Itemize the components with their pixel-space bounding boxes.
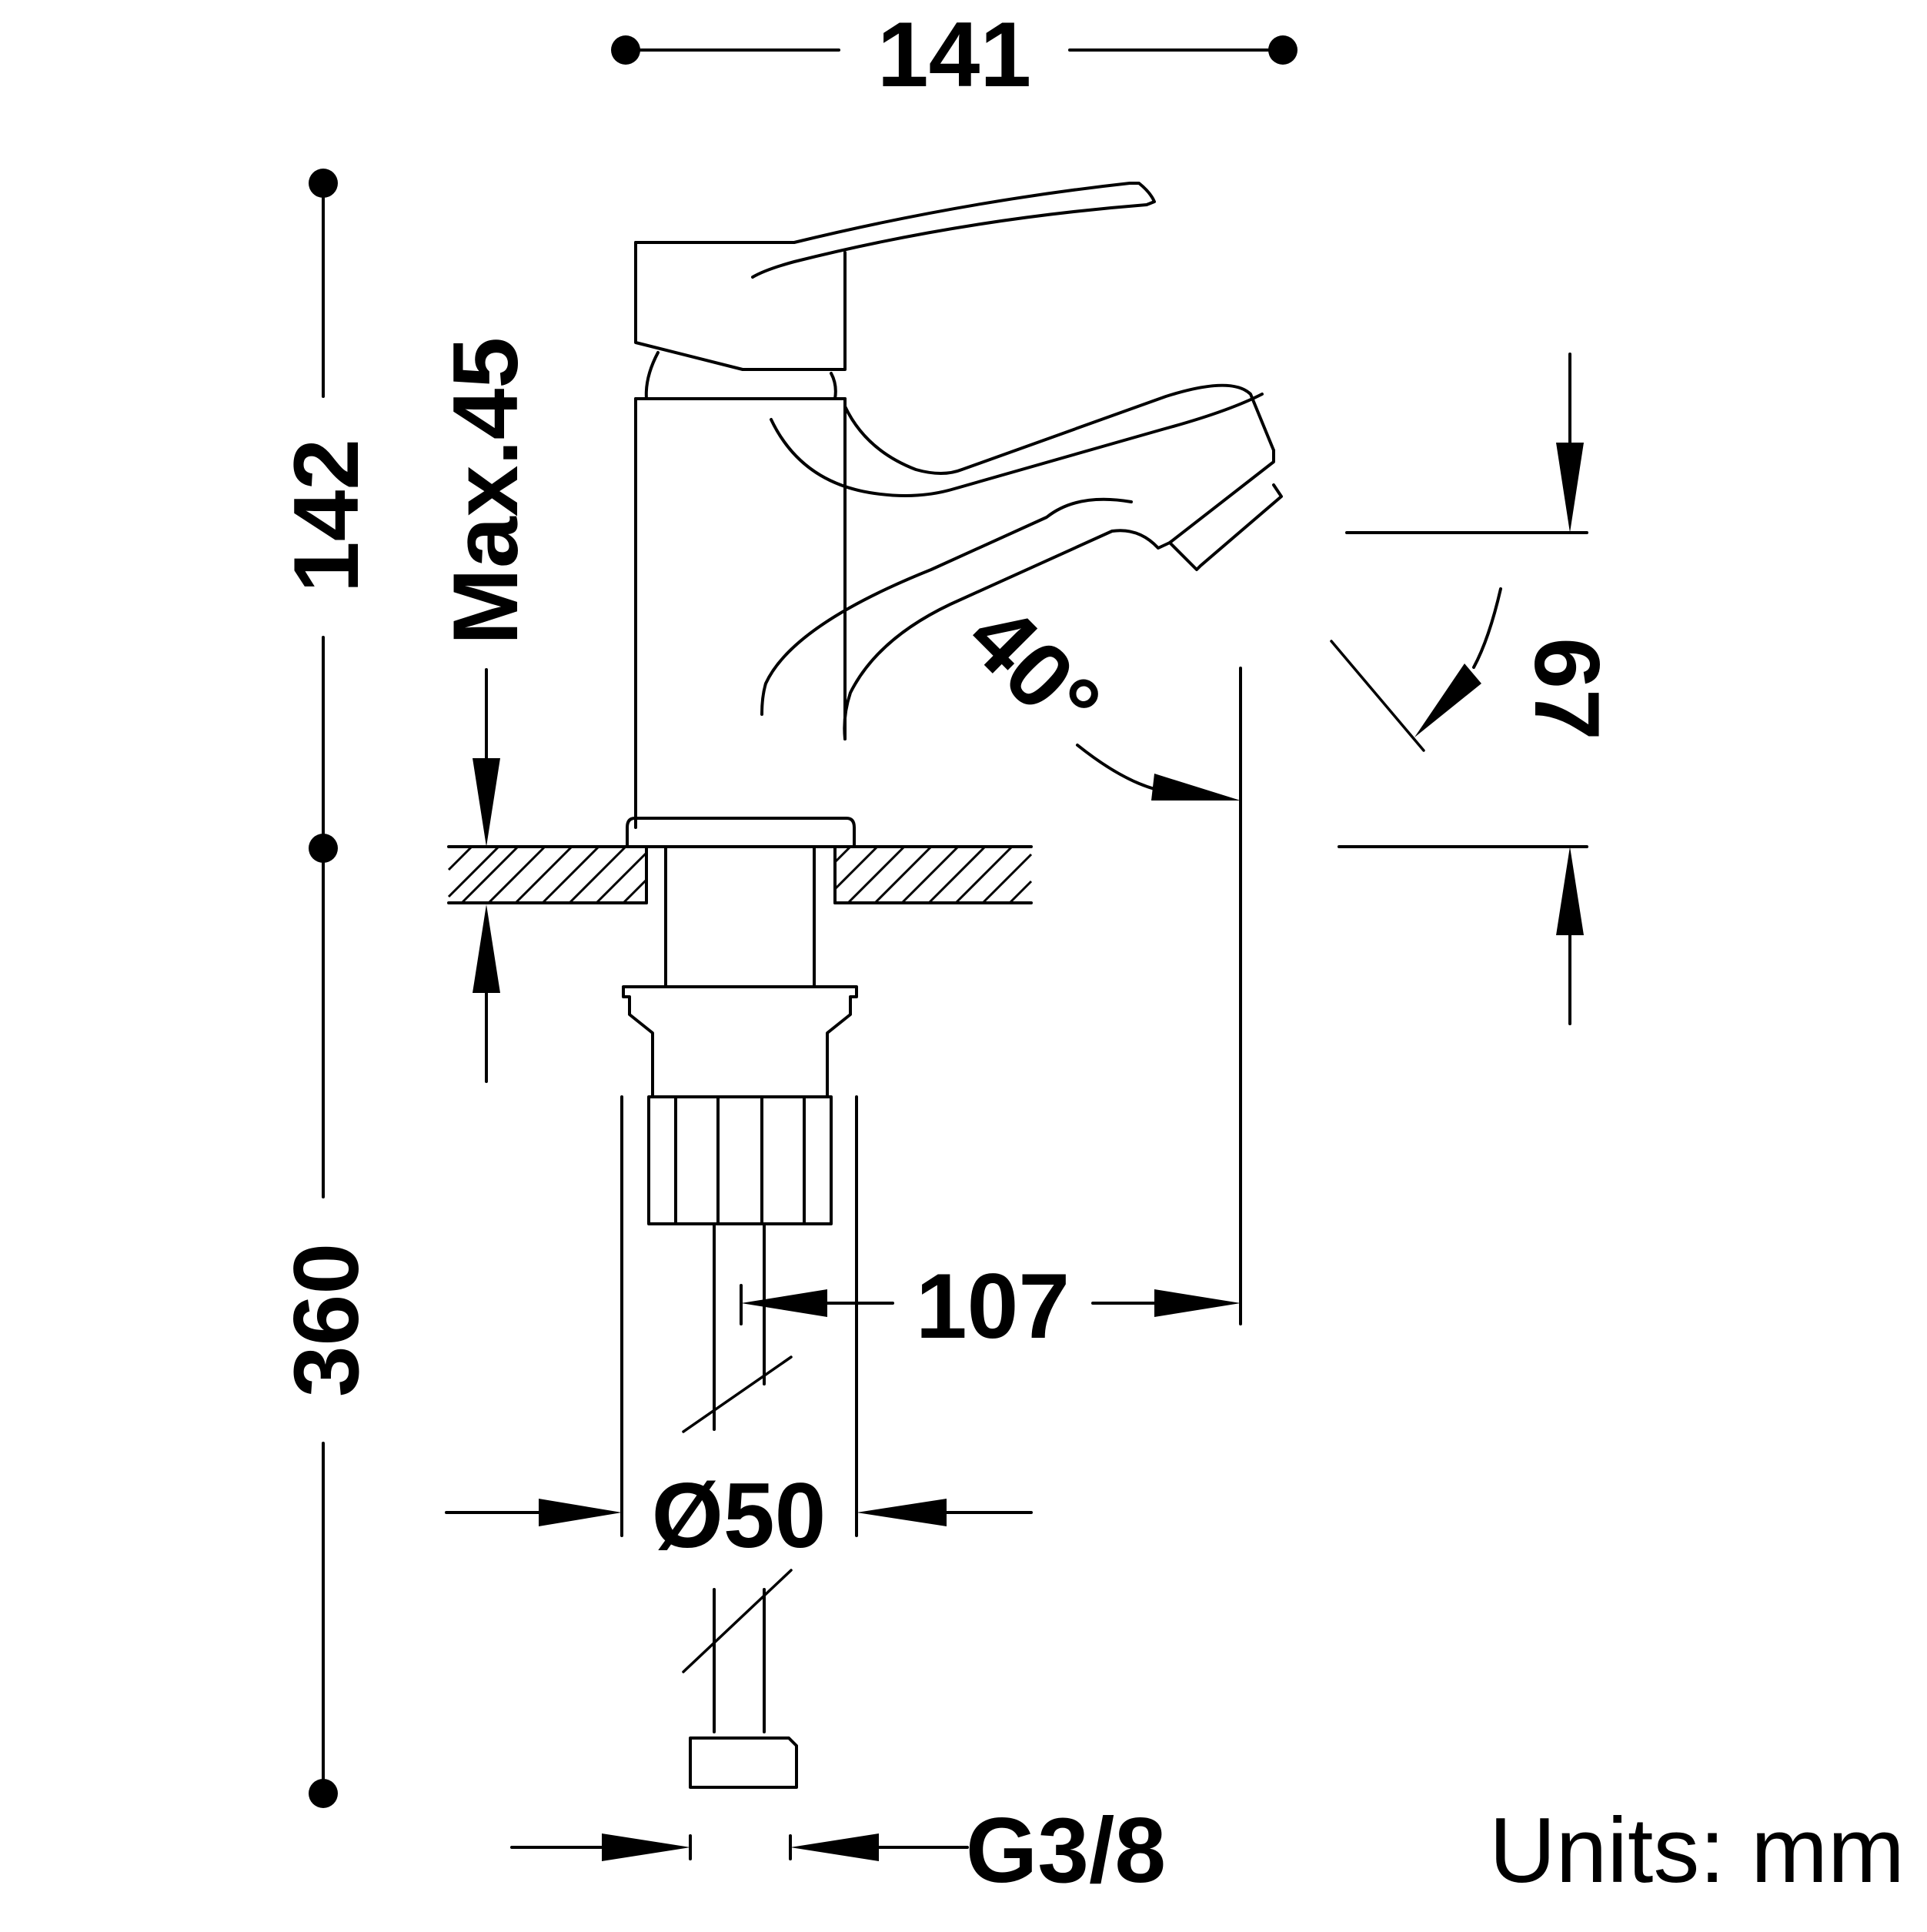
counter-top (447, 845, 1033, 904)
dim-67-label: 67 (1515, 637, 1618, 740)
dim-142-360: 142 360 (275, 169, 378, 1808)
dim-diameter-50: Ø50 (445, 1095, 1033, 1567)
dim-141: 141 (611, 3, 1297, 106)
dim-107-label: 107 (916, 1255, 1070, 1358)
shank-assembly (622, 845, 858, 1789)
dim-thread: G3/8 (510, 1799, 1166, 1902)
dim-diameter-50-label: Ø50 (652, 1464, 827, 1567)
units-label: Units: mm (1489, 1799, 1905, 1902)
dim-angle-40: 40° (948, 584, 1502, 801)
dim-thread-label: G3/8 (966, 1799, 1166, 1902)
dim-360-label: 360 (275, 1243, 378, 1397)
dim-107: 107 (740, 667, 1242, 1358)
dim-max45: Max.45 (434, 337, 537, 1083)
dim-max45-label: Max.45 (434, 337, 537, 645)
dim-67: 67 (1338, 353, 1618, 1025)
dim-142-label: 142 (275, 439, 378, 593)
dim-141-label: 141 (877, 3, 1031, 106)
faucet-body (626, 182, 1283, 848)
dim-angle-40-label: 40° (948, 584, 1120, 756)
